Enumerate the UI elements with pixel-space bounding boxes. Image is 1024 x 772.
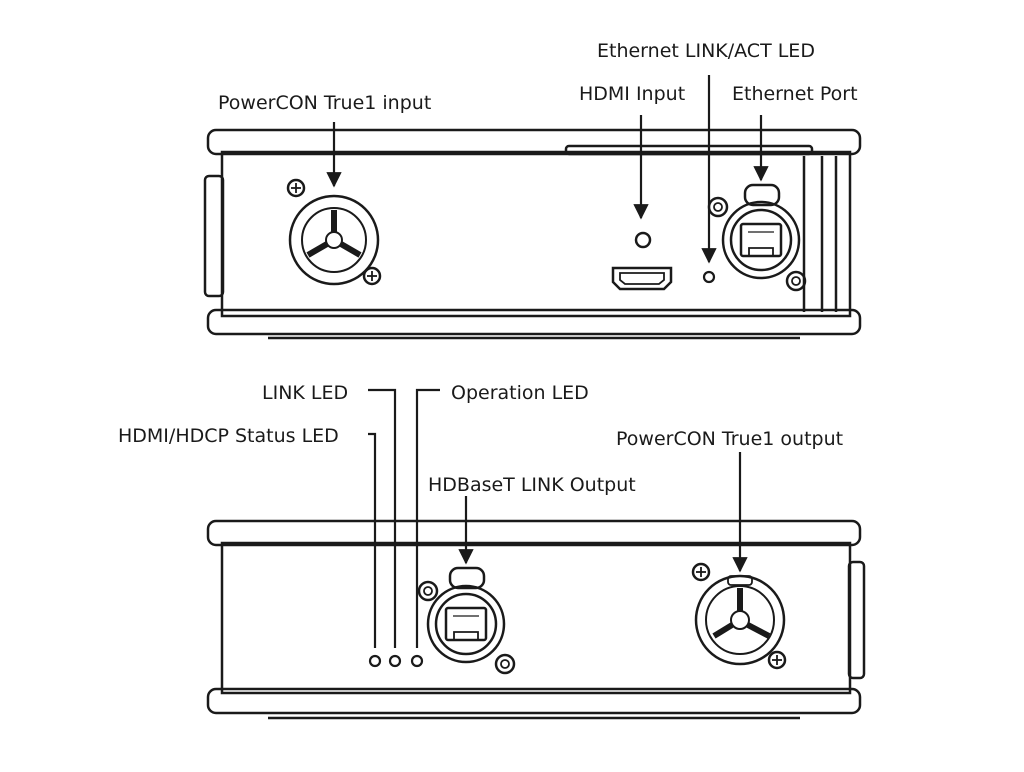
screw-icon [417,580,439,602]
screw-icon [691,562,711,582]
ethernet-link-act-led [702,270,716,284]
rear-top-rail [206,519,862,547]
powercon-input-connector [286,178,382,286]
label-hdmi-input: HDMI Input [579,83,685,105]
front-top-rail [206,128,862,156]
front-bottom-rail [206,308,862,336]
screw-icon [785,270,807,292]
screw-icon [286,178,306,198]
label-operation-led: Operation LED [451,382,589,404]
front-leader-lines [326,75,769,264]
screw-icon [707,196,729,218]
label-powercon-input: PowerCON True1 input [218,92,431,114]
rear-side-bumper [847,560,866,680]
front-top-slot [564,144,814,156]
label-powercon-output: PowerCON True1 output [616,428,843,450]
ethernet-port-connector [707,183,807,292]
hdmi-hdcp-status-led [368,654,382,668]
rear-body [220,541,852,695]
label-ethernet-led: Ethernet LINK/ACT LED [597,40,815,62]
screw-icon [362,266,382,286]
label-hdmi-hdcp-led: HDMI/HDCP Status LED [118,425,339,447]
powercon-output-connector [691,562,787,670]
hdbaset-output-connector [417,566,516,675]
operation-led [410,654,424,668]
rear-status-leds [368,654,424,668]
rear-panel [206,519,866,720]
hdmi-button [634,231,652,249]
link-led [388,654,402,668]
front-body [220,150,852,318]
front-side-bumper [203,174,225,298]
screw-icon [494,653,516,675]
screw-icon [767,650,787,670]
hdmi-input-port [611,231,673,291]
label-link-led: LINK LED [262,382,348,404]
rear-leader-lines [368,388,748,648]
label-hdbaset-output: HDBaseT LINK Output [428,474,636,496]
front-panel [203,128,862,340]
rear-bottom-rail [206,687,862,715]
label-ethernet-port: Ethernet Port [732,83,858,105]
